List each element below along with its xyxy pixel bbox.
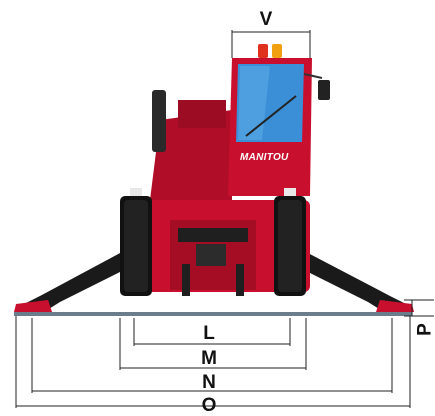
left-wheel-tread: [124, 200, 148, 292]
dimension-label-N: N: [202, 372, 216, 393]
right-fork: [236, 264, 244, 296]
beacon-red: [258, 44, 268, 58]
right-headlight: [284, 188, 296, 196]
carriage-crossbar: [178, 228, 248, 242]
boom-housing: [150, 110, 232, 200]
front-axle-block: [196, 244, 226, 266]
right-wheel-tread: [278, 200, 302, 292]
right-stabilizer-leg: [296, 252, 410, 312]
left-stabilizer-leg: [20, 252, 132, 312]
wiper: [245, 95, 297, 137]
dimension-label-P: P: [414, 323, 435, 336]
left-headlight: [130, 188, 142, 196]
brand-decal: MANITOU: [240, 152, 289, 163]
exhaust-pipe: [152, 90, 166, 152]
cab-window-reflection: [238, 66, 270, 140]
mirror-arm: [303, 73, 323, 79]
dimension-label-L: L: [203, 323, 215, 344]
dimension-label-M: M: [201, 348, 217, 369]
boom-head: [178, 100, 226, 128]
dimension-lines: [15, 30, 434, 408]
mirror: [318, 80, 330, 100]
left-stabilizer-pad: [14, 300, 52, 312]
dimension-label-O: O: [201, 395, 217, 416]
dimension-label-V: V: [259, 9, 273, 30]
right-stabilizer-pad: [376, 300, 414, 312]
beacon-amber: [272, 44, 282, 58]
left-fork: [182, 264, 190, 296]
ground-line: [14, 312, 412, 316]
